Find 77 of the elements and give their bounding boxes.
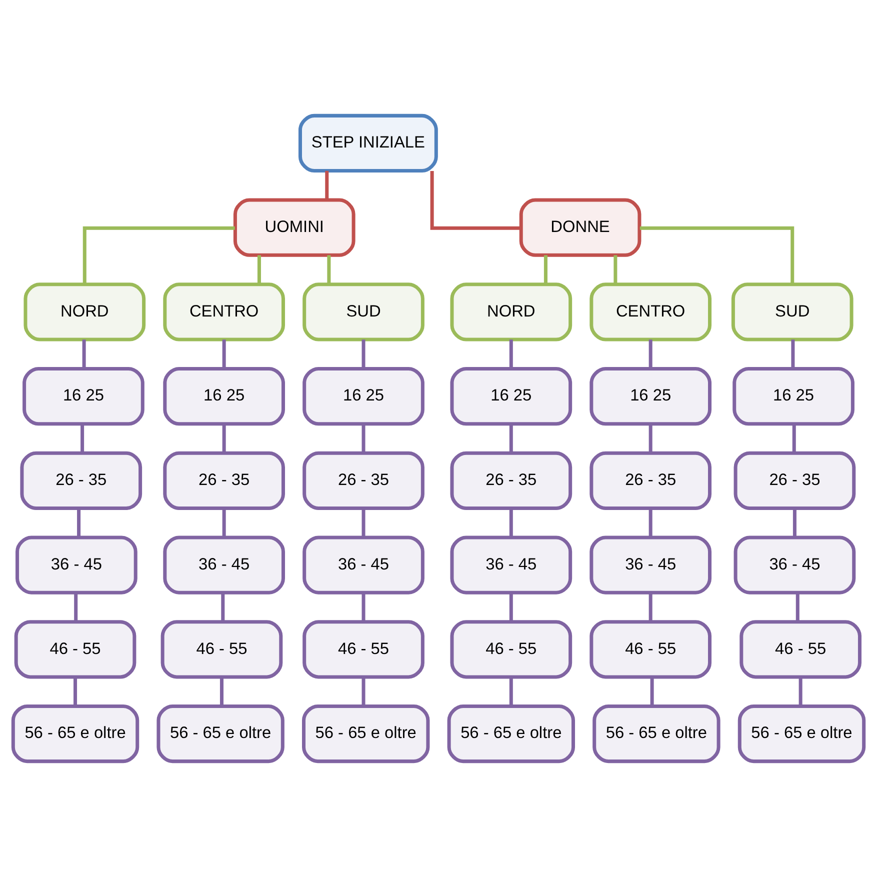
connector xyxy=(77,508,81,537)
node-box: 56 - 65 e oltre xyxy=(11,704,140,763)
node-box: 46 - 55 xyxy=(450,620,572,678)
connector xyxy=(220,676,224,706)
node-box: 16 25 xyxy=(302,366,424,426)
node-box: 16 25 xyxy=(22,366,144,426)
node-box: 46 - 55 xyxy=(160,620,283,678)
connector xyxy=(792,423,796,452)
connector xyxy=(325,170,329,200)
connector xyxy=(327,254,331,284)
connector xyxy=(509,676,513,706)
connector xyxy=(362,592,366,621)
connector xyxy=(362,508,366,537)
connector xyxy=(222,339,226,368)
node-box: 26 - 35 xyxy=(163,450,285,510)
connector xyxy=(509,508,513,537)
node-box: 46 - 55 xyxy=(590,620,712,678)
node-box: CENTRO xyxy=(590,282,712,341)
connector xyxy=(222,423,226,452)
node-box: 16 25 xyxy=(590,366,712,426)
connector xyxy=(614,254,618,284)
connector xyxy=(648,592,652,621)
node-box: NORD xyxy=(450,282,572,341)
connector xyxy=(796,592,800,621)
node-box: STEP INIZIALE xyxy=(298,113,438,172)
node-box: 46 - 55 xyxy=(14,620,136,678)
connector xyxy=(74,676,78,706)
node-box: 36 - 45 xyxy=(16,535,138,594)
node-box: 16 25 xyxy=(732,366,854,426)
node-box: 56 - 65 e oltre xyxy=(738,704,866,763)
node-box: 36 - 45 xyxy=(734,535,856,594)
node-box: SUD xyxy=(302,282,424,341)
connector xyxy=(362,676,366,706)
connector xyxy=(509,592,513,621)
connector xyxy=(640,226,794,284)
connector xyxy=(430,170,521,230)
node-box: CENTRO xyxy=(163,282,285,341)
node-box: NORD xyxy=(24,282,146,341)
connector xyxy=(648,339,652,368)
node-box: 26 - 35 xyxy=(734,450,856,510)
connector xyxy=(544,254,548,284)
node-box: 16 25 xyxy=(450,366,572,426)
node-box: UOMINI xyxy=(233,198,356,256)
connector xyxy=(362,423,366,452)
connector xyxy=(648,423,652,452)
connector xyxy=(362,339,366,368)
connector xyxy=(221,592,225,621)
node-box: 26 - 35 xyxy=(450,450,572,510)
node-box: 46 - 55 xyxy=(740,620,862,678)
node-box: 56 - 65 e oltre xyxy=(447,704,575,763)
connector xyxy=(82,339,86,368)
node-box: 26 - 35 xyxy=(20,450,142,510)
node-box: 56 - 65 e oltre xyxy=(592,704,720,763)
connector xyxy=(222,508,226,537)
node-box: 56 - 65 e oltre xyxy=(156,704,284,763)
node-box: 26 - 35 xyxy=(590,450,712,510)
node-box: DONNE xyxy=(519,198,642,256)
node-box: 26 - 35 xyxy=(302,450,424,510)
connector xyxy=(509,339,513,368)
connector xyxy=(82,226,235,284)
node-box: 36 - 45 xyxy=(450,535,572,594)
connector xyxy=(648,508,652,537)
connector xyxy=(798,676,802,706)
node-box: 36 - 45 xyxy=(302,535,424,594)
node-box: 46 - 55 xyxy=(302,620,424,678)
node-box: 36 - 45 xyxy=(163,535,285,594)
connector xyxy=(257,254,261,284)
connector xyxy=(80,423,84,452)
connector xyxy=(650,676,654,706)
node-box: SUD xyxy=(731,282,854,341)
node-box: 36 - 45 xyxy=(590,535,712,594)
connector xyxy=(792,508,796,537)
connector xyxy=(791,339,795,368)
connector xyxy=(74,592,78,621)
node-box: 16 25 xyxy=(163,366,285,426)
node-box: 56 - 65 e oltre xyxy=(302,704,430,763)
connector xyxy=(509,423,513,452)
